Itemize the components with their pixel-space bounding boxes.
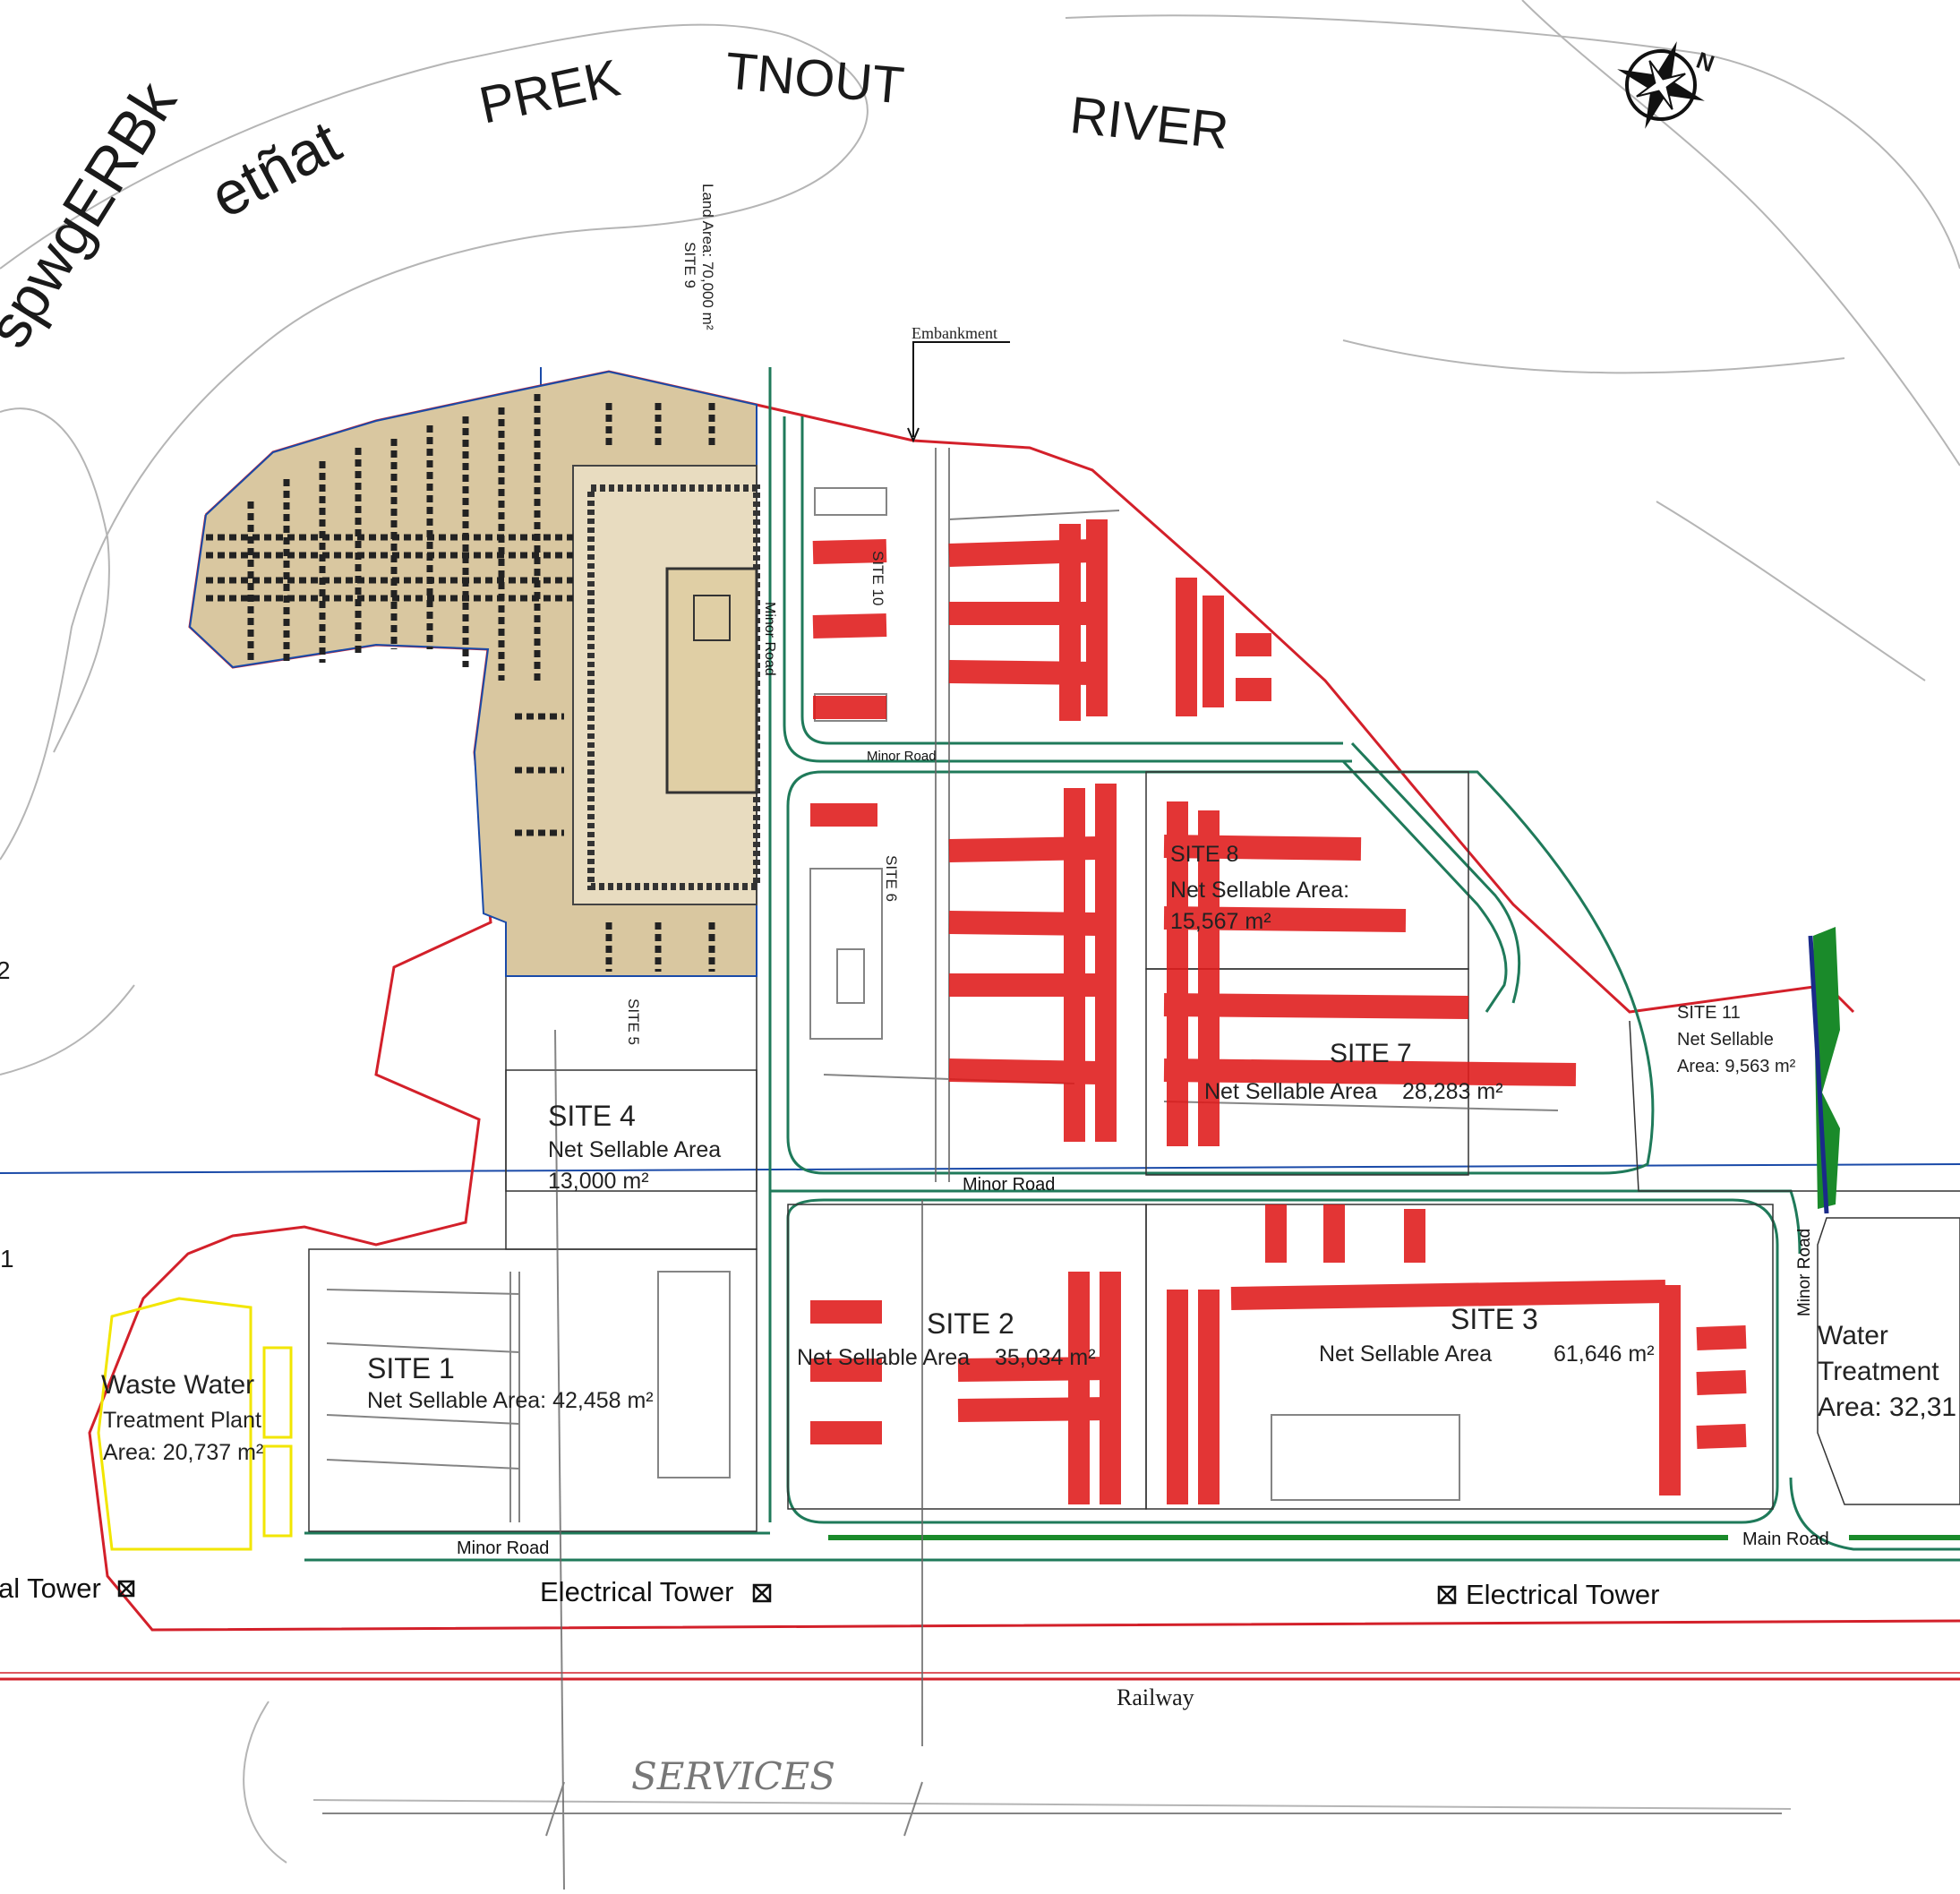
site3-name: SITE 3 — [1451, 1303, 1538, 1335]
river-label-khmer: spwgERBk — [0, 70, 190, 359]
edge-mark-1: 1 — [0, 1245, 14, 1273]
services-sketch-label: SERVICES — [631, 1754, 836, 1798]
site11-label: Net Sellable — [1677, 1030, 1774, 1050]
road-label-minor-1: Minor Road — [762, 602, 777, 676]
river-label-khmer-2: etñat — [199, 107, 352, 232]
site7-area: Net Sellable Area 28,283 m² — [1204, 1079, 1503, 1104]
river-label-river: RIVER — [1067, 85, 1232, 161]
water-treatment-area: Area: 32,31 — [1818, 1393, 1957, 1422]
railway-label: Railway — [1117, 1684, 1194, 1710]
site5-label: SITE 5 — [625, 998, 642, 1045]
site4-label: Net Sellable Area — [548, 1137, 722, 1162]
site4-area: 13,000 m² — [548, 1169, 649, 1194]
edge-mark-2: 2 — [0, 956, 11, 984]
wwtp-outline — [97, 1297, 293, 1551]
road-label-minor-5: Minor Road — [457, 1538, 550, 1558]
site3-label: Net Sellable Area — [1319, 1341, 1493, 1367]
site1-area: Net Sellable Area: 42,458 m² — [367, 1388, 654, 1413]
site4-name: SITE 4 — [548, 1100, 636, 1132]
wwtp-subtitle: Treatment Plant — [103, 1408, 261, 1433]
embankment-leader — [907, 341, 1010, 443]
site11-area: Area: 9,563 m² — [1677, 1057, 1796, 1076]
site1-name: SITE 1 — [367, 1352, 455, 1384]
site2-area: Net Sellable Area 35,034 m² — [797, 1345, 1096, 1370]
wwtp-title: Waste Water — [101, 1370, 255, 1400]
site9-name: SITE 9 — [681, 242, 698, 288]
development-markers — [810, 519, 1747, 1504]
river-label-prek: PREK — [474, 48, 625, 135]
tower-icon-middle — [752, 1583, 772, 1603]
site8-area: 15,567 m² — [1170, 909, 1271, 934]
site8-label: Net Sellable Area: — [1170, 878, 1350, 903]
road-label-minor-3: Minor Road — [963, 1175, 1056, 1195]
site6-label: SITE 6 — [883, 855, 900, 902]
road-label-minor-2: Minor Road — [867, 749, 937, 764]
road-label-main: Main Road — [1742, 1530, 1829, 1549]
site9-area: Land Area: 70,000 m² — [699, 184, 716, 330]
site7-name: SITE 7 — [1330, 1039, 1412, 1068]
water-treatment-subtitle: Treatment — [1818, 1357, 1939, 1386]
compass-icon — [1617, 41, 1705, 129]
plot-columns — [206, 394, 715, 972]
site2-name: SITE 2 — [927, 1307, 1014, 1340]
tower-icon-right — [1437, 1585, 1457, 1605]
compass-north-letter: N — [1692, 46, 1718, 78]
site3-area: 61,646 m² — [1553, 1341, 1655, 1367]
water-treatment-title: Water — [1818, 1321, 1888, 1350]
wwtp-area: Area: 20,737 m² — [103, 1440, 264, 1465]
site11-name: SITE 11 — [1677, 1003, 1741, 1023]
tower-label-right: Electrical Tower — [1466, 1579, 1660, 1610]
embankment-label: Embankment — [912, 324, 997, 342]
tower-label-left: al Tower — [0, 1573, 101, 1604]
roads — [304, 367, 1960, 1562]
green-belt — [1808, 927, 1840, 1214]
site10-label: SITE 10 — [869, 551, 886, 606]
tower-icon-left — [117, 1580, 135, 1598]
site8-name: SITE 8 — [1170, 842, 1239, 867]
road-label-minor-4: Minor Road — [1795, 1228, 1814, 1316]
electrical-tower-icons — [117, 1580, 1457, 1605]
tower-label-middle: Electrical Tower — [540, 1576, 734, 1607]
river-label-tnout: TNOUT — [723, 41, 907, 116]
site-9-layout — [188, 370, 760, 977]
